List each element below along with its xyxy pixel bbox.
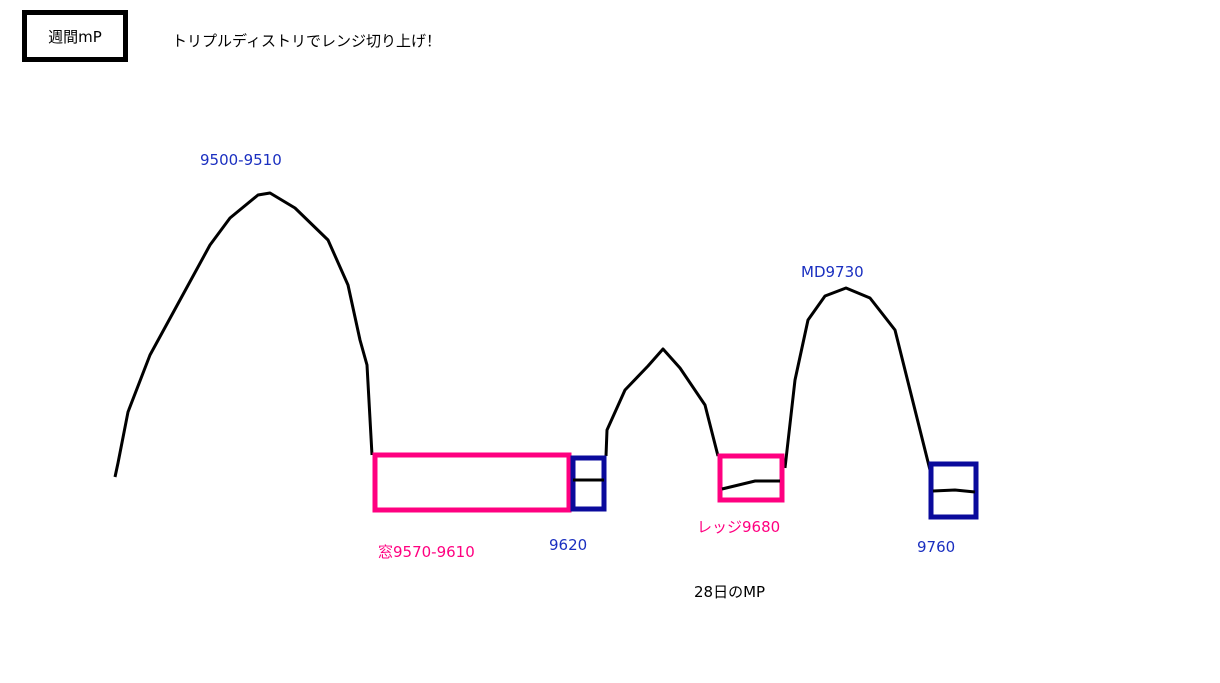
level-9760-label: 9760 [917,538,956,556]
title-box: 週間mP [22,10,128,62]
md-label: MD9730 [801,263,864,281]
headline: トリプルディストリでレンジ切り上げ！ [172,32,441,50]
ledge-label: レッジ9680 [697,518,781,536]
ledge-box [717,453,785,503]
window-label: 窓9570-9610 [378,543,475,561]
title-box-label: 週間mP [48,27,102,46]
distribution-curve-1 [113,191,374,478]
peak1-label: 9500-9510 [200,151,282,169]
window-box [372,452,572,513]
caption: 28日のMP [694,583,766,601]
distribution-curve-2 [604,347,720,457]
level-9760-line [932,488,976,494]
ledge-line [721,479,780,491]
level-9760-box [928,461,979,520]
level-9620-label: 9620 [549,536,588,554]
distribution-curve-3 [783,286,934,479]
level-9620-box [570,455,607,512]
